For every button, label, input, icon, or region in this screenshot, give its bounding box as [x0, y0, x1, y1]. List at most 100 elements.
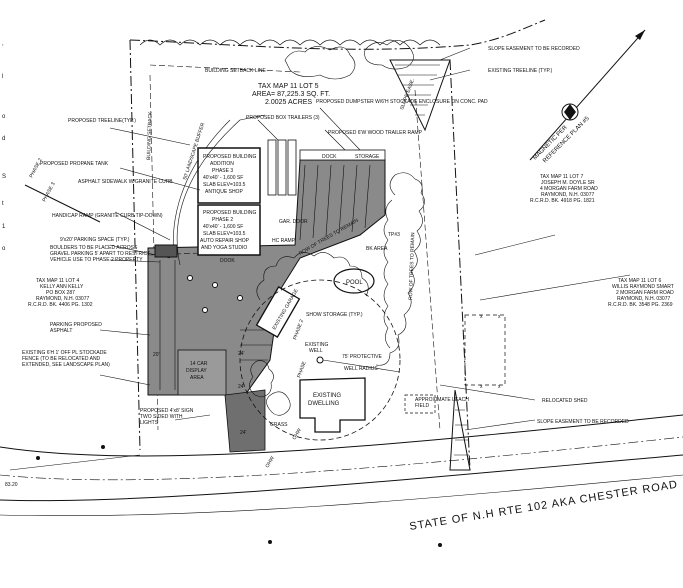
- lot6-line2: WILLIS RAYMOND SMART: [612, 284, 674, 290]
- dwelling-line1: EXISTING: [313, 393, 341, 399]
- well-label-b: WELL: [309, 348, 323, 354]
- bldg1-line3: PHASE 3: [212, 168, 233, 174]
- svg-text:1: 1: [2, 224, 6, 230]
- well-marker: [316, 356, 324, 364]
- tp-label: TP#3: [388, 232, 400, 238]
- lot7-line1: TAX MAP 11 LOT 7: [540, 174, 583, 180]
- bldg2-line2: PHASE 2: [212, 217, 233, 223]
- dim-24-b: 24': [238, 384, 245, 390]
- box-trailers-label: PROPOSED BOX TRAILERS (3): [246, 115, 320, 121]
- lot4-line4: RAYMOND, N.H. 03077: [36, 296, 89, 302]
- lot-title: TAX MAP 11 LOT 5: [258, 83, 319, 90]
- leach-label: APPROXIMATE LEACH FIELD: [415, 397, 469, 409]
- well-radius-line: [322, 359, 401, 373]
- lot7-line5: R.C.R.D. BK. 4918 PG. 1821: [530, 198, 595, 204]
- markers: [36, 244, 442, 547]
- leader-lines: [9, 47, 631, 471]
- dim-20: 20': [153, 352, 160, 358]
- prop-treeline-label: PROPOSED TREELINE(TYP.): [68, 118, 136, 124]
- svg-text:S: S: [2, 174, 6, 180]
- bldg1-line2: ADDITION: [210, 161, 234, 167]
- lot7-line2: JOSEPH M. DOYLE SR: [541, 180, 595, 186]
- lot-boundary: [129, 19, 546, 471]
- parking-space-label: 9'x20' PARKING SPACE (TYP.): [60, 237, 130, 243]
- trailer-ramp-label: PROPOSED 6'W WOOD TRAILER RAMP: [328, 130, 423, 136]
- bk-area-label: BK AREA: [366, 246, 388, 252]
- phase-mid2-label: PHASE: [296, 360, 308, 379]
- dock-bottom-label: DOOK: [220, 258, 235, 264]
- exist-treeline-label: EXISTING TREELINE (TYP.): [488, 68, 553, 74]
- lot4-line5: R.C.R.D. BK. 4406 PG. 1302: [28, 302, 93, 308]
- svg-text:t: t: [2, 201, 4, 207]
- lot6-line3: 2 MORGAN FARM ROAD: [616, 290, 674, 296]
- propane-label: PROPOSED PROPANE TANK: [40, 161, 109, 167]
- existing-dwelling: [299, 377, 366, 433]
- phase2-mid-label: PHASE 2: [292, 319, 305, 341]
- lot4-line2: KELLY ANN KELLY: [40, 284, 84, 290]
- bldg2-line6: AND YOGA STUDIO: [201, 245, 247, 251]
- box-trailers: [267, 139, 297, 196]
- display-line3: AREA: [190, 375, 204, 381]
- row-trees-b: ROW OF TREES TO REMAIN: [408, 232, 416, 300]
- pool-shape: [333, 268, 375, 294]
- dim-24-c: 24': [240, 430, 247, 436]
- gar-door-label: GAR. DOOR: [279, 219, 308, 225]
- shed-x3: x: [480, 384, 483, 390]
- display-line1: 14 CAR: [190, 361, 208, 367]
- svg-text:l: l: [2, 74, 3, 80]
- storage-label: STORAGE: [355, 154, 380, 160]
- bldg1-line1: PROPOSED BUILDING: [203, 154, 256, 160]
- parking-area: [147, 159, 386, 453]
- dumpster-label: PROPOSED DUMPSTER W/6'H STOCKADE ENCLOSU…: [316, 99, 488, 105]
- existing-garage: [255, 286, 301, 338]
- well-radius-label: WELL RADIUS: [344, 366, 378, 372]
- boulders-label: BOULDERS TO BE PLACED ACROSS GRAVEL PARK…: [50, 245, 151, 263]
- lot4-line1: TAX MAP 11 LOT 4: [36, 278, 79, 284]
- grass-label: GRASS: [270, 422, 288, 428]
- shed-x1: x: [480, 314, 483, 320]
- setback-label: BUILDING SETBACK LINE: [205, 68, 267, 74]
- existing-treeline: [139, 39, 441, 80]
- leach-field: [404, 394, 436, 414]
- shed-x4: x: [498, 384, 501, 390]
- dim-24-a: 24': [238, 351, 245, 357]
- display-line2: DISPLAY: [186, 368, 207, 374]
- lot6-line4: RAYMOND, N.H. 03077: [617, 296, 670, 302]
- road-chester: STATE OF N.H RTE 102 AKA CHESTER ROAD: [0, 414, 683, 533]
- bldg2-line1: PROPOSED BUILDING: [203, 210, 256, 216]
- relocated-shed-label: RELOCATED SHED: [542, 398, 588, 404]
- lot4-line3: PO BOX 287: [46, 290, 75, 296]
- dwelling-line2: DWELLING: [308, 401, 340, 407]
- svg-text:d: d: [2, 136, 5, 142]
- bldg2-line5: AUTO REPAIR SHOP: [200, 238, 250, 244]
- elev-label: 83.20: [5, 482, 18, 488]
- sidewalk-label: ASPHALT SIDEWALK W/GRANITE CURB: [78, 179, 173, 185]
- well-radius-circle: [239, 279, 401, 441]
- labels-group: TAX MAP 11 LOT 5 AREA= 87,225.3 SQ. FT. …: [5, 46, 674, 488]
- sign-fo: PROPOSED 4'x8' SIGN TWO SIDED WITH LIGHT…: [140, 408, 194, 426]
- lot-area: AREA= 87,225.3 SQ. FT.: [252, 91, 330, 98]
- lot6-line1: TAX MAP 11 LOT 6: [618, 278, 661, 284]
- well-label-a: EXISTING: [305, 342, 328, 348]
- bldg1-line6: ANTIQUE SHOP: [205, 189, 243, 195]
- building-phase3: [197, 147, 261, 204]
- svg-text:o: o: [2, 114, 6, 120]
- left-edge-fragments: , l o d S t 1 o: [2, 41, 6, 252]
- pool-label: POOL: [346, 280, 363, 286]
- display-area: [177, 349, 227, 396]
- svg-text:o: o: [2, 246, 6, 252]
- boulders-fo: BOULDERS TO BE PLACED ACROSS GRAVEL PARK…: [50, 245, 151, 263]
- phase-line-left: [24, 184, 101, 223]
- ohw-b: OHW: [292, 427, 303, 441]
- hc-ramp-note: HANDICAP RAMP (GRANITE CURB TIP-DOWN): [52, 213, 163, 219]
- hc-ramp-label: HC RAMP: [272, 238, 296, 244]
- road-label: STATE OF N.H RTE 102 AKA CHESTER ROAD: [409, 479, 679, 533]
- parking-prop-fo: PARKING PROPOSED ASPHALT: [50, 322, 102, 334]
- show-storage-label: SHOW STORAGE (TYP.): [306, 312, 363, 318]
- fence-label: EXISTING 6'H 1' OFF PL STOCKADE FENCE (T…: [22, 350, 110, 368]
- lot7-line3: 4 MORGAN FARM ROAD: [540, 186, 598, 192]
- relocated-shed: x x x x: [464, 314, 506, 390]
- protective-label: 75' PROTECTIVE: [342, 354, 383, 360]
- bldg1-line4: 40'x40' - 1,600 SF: [203, 175, 243, 181]
- sign-label: PROPOSED 4'x8' SIGN TWO SIDED WITH LIGHT…: [140, 408, 194, 426]
